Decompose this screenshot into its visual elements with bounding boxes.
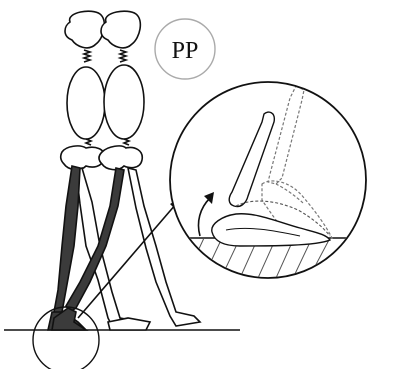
spine-back	[86, 139, 91, 145]
head-front	[101, 11, 140, 48]
pp-label: PP	[172, 38, 199, 64]
head-back	[65, 11, 104, 48]
spine-front	[124, 139, 129, 145]
thorax-front	[104, 65, 144, 139]
zoom-detail	[170, 82, 366, 278]
neck-front	[120, 50, 126, 62]
thorax-back	[67, 67, 105, 139]
pelvis-back	[61, 146, 105, 170]
pelvis-front	[99, 146, 142, 170]
neck-back	[84, 50, 90, 62]
